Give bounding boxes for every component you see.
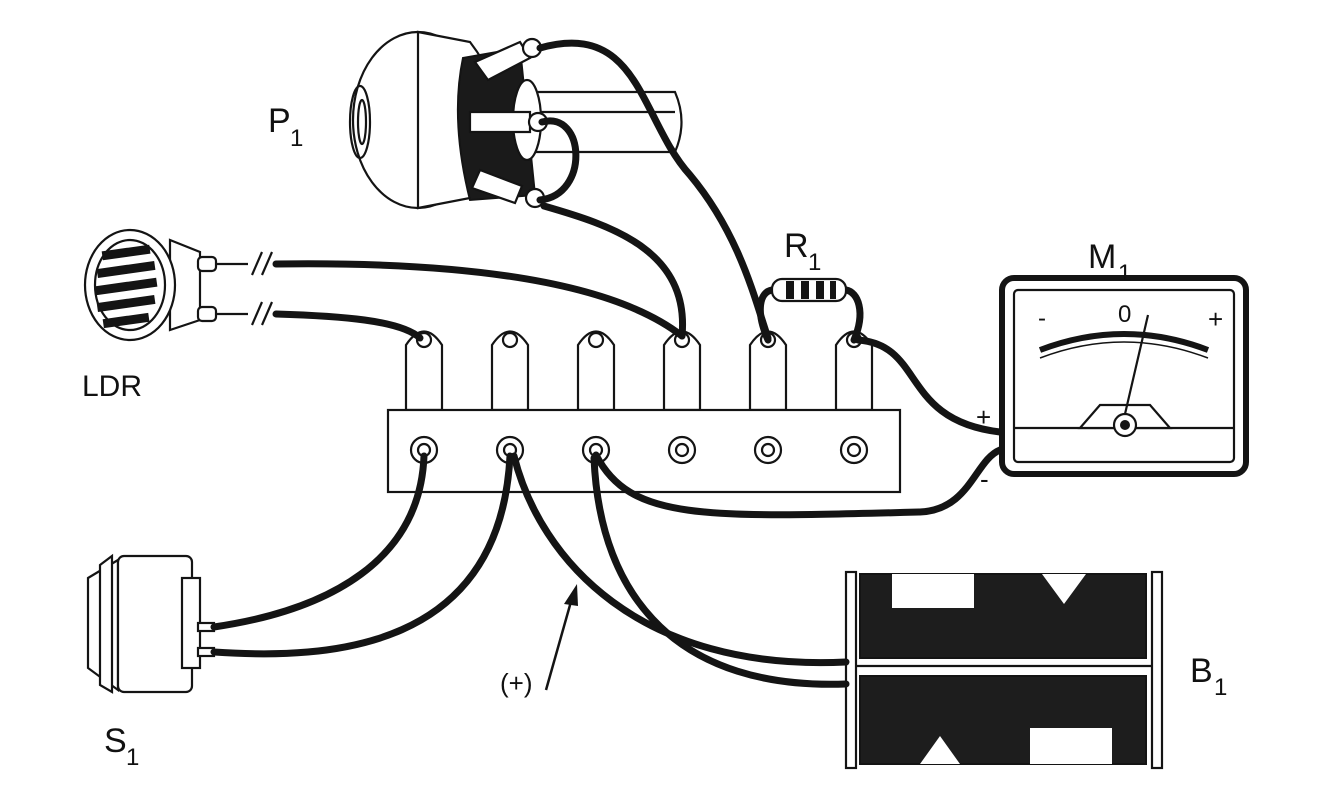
meter-scale-minus: -	[1038, 305, 1046, 332]
wire-switch-lug1	[210, 452, 428, 631]
terminal-lug-3	[576, 330, 616, 412]
screw-eyelet	[753, 435, 783, 465]
wire-pot-lug4	[540, 202, 686, 340]
potentiometer-lug-top	[473, 40, 532, 82]
wire-battery-negative	[590, 454, 850, 688]
terminal-lug-4	[662, 330, 702, 412]
potentiometer-label: P	[268, 102, 291, 140]
wire-meter-plus	[854, 336, 1004, 436]
wire-ldr-lug1	[272, 310, 424, 342]
terminal-lug-2	[490, 330, 530, 412]
switch-s1: S 1	[86, 553, 216, 771]
battery-holder-b1: B 1	[844, 570, 1227, 770]
wire-meter-minus	[592, 446, 1004, 519]
potentiometer-lug-middle	[468, 110, 532, 134]
meter-scale-zero: 0	[1118, 301, 1131, 328]
screw-eyelet	[667, 435, 697, 465]
positive-arrow-label: (+)	[500, 668, 533, 698]
meter-terminal-minus: -	[980, 464, 989, 494]
resistor-label-subscript: 1	[808, 249, 821, 276]
switch-label: S	[104, 722, 127, 760]
terminal-lug-1	[404, 330, 444, 412]
ldr-label: LDR	[82, 370, 142, 403]
ldr: LDR	[82, 228, 274, 403]
battery-label-subscript: 1	[1214, 674, 1227, 701]
wire-battery-positive	[510, 452, 850, 667]
wiring	[210, 39, 1004, 688]
switch-label-subscript: 1	[126, 744, 139, 771]
meter-needle	[1123, 314, 1150, 415]
meter-m1: - 0 + M 1 + -	[976, 238, 1249, 494]
wire-switch-lug2	[210, 452, 514, 658]
positive-arrow: (+)	[500, 584, 578, 698]
switch-body	[116, 554, 194, 694]
meter-label-subscript: 1	[1118, 260, 1131, 287]
meter-terminal-plus: +	[976, 402, 991, 432]
screw-eyelet	[839, 435, 869, 465]
potentiometer-label-subscript: 1	[290, 125, 303, 152]
meter-label: M	[1088, 238, 1116, 276]
wire-pot-resistor	[536, 39, 772, 342]
battery-label: B	[1190, 652, 1213, 690]
potentiometer-lug-bottom	[470, 168, 524, 205]
terminal-strip	[386, 330, 902, 494]
resistor-label: R	[784, 227, 809, 265]
terminal-strip-base	[386, 408, 902, 494]
wire-ldr-lug4	[272, 260, 686, 340]
resistor-r1: R 1	[756, 227, 864, 344]
potentiometer-p1: P 1	[268, 30, 683, 210]
meter-scale-plus: +	[1208, 304, 1223, 334]
